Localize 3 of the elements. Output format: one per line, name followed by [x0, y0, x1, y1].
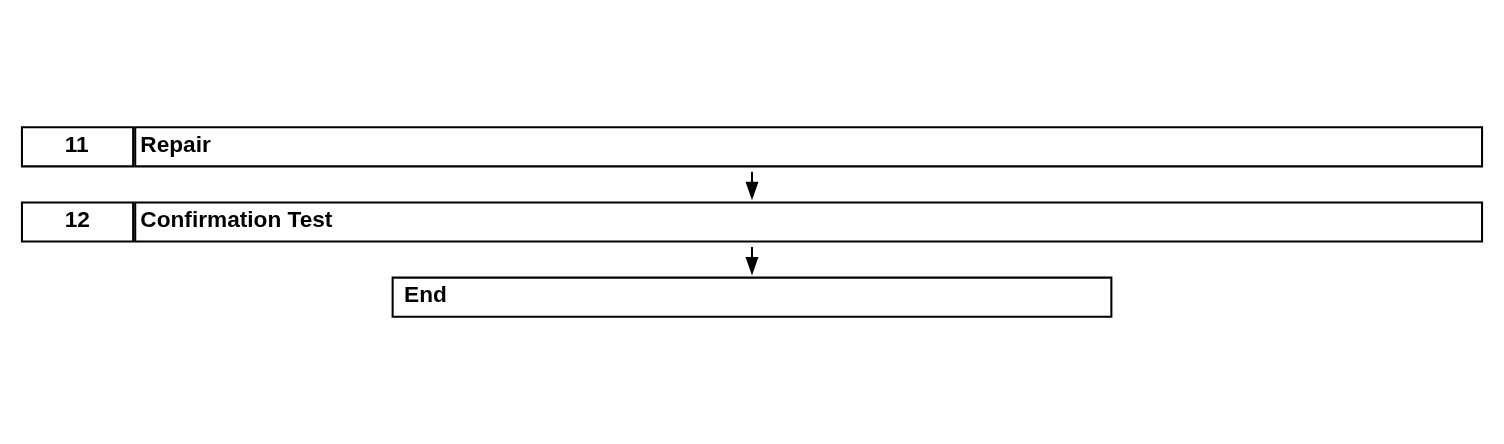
node-box: End — [391, 276, 1113, 318]
arrow — [745, 246, 759, 276]
arrow — [745, 171, 759, 201]
